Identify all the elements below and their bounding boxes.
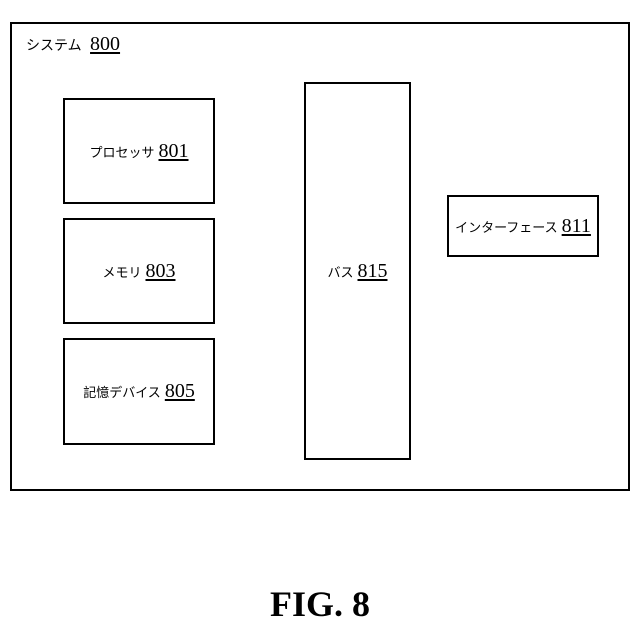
storage-device-box: 記憶デバイス 805	[63, 338, 215, 445]
processor-label: プロセッサ	[89, 142, 154, 161]
figure-title: FIG. 8	[0, 580, 640, 628]
memory-ref-number: 803	[146, 260, 176, 283]
memory-box: メモリ 803	[63, 218, 215, 324]
interface-label: インターフェース	[455, 217, 558, 236]
memory-label: メモリ	[102, 262, 141, 281]
bus-ref-number: 815	[358, 260, 388, 283]
storage-device-label: 記憶デバイス	[83, 382, 161, 401]
interface-ref-number: 811	[562, 215, 591, 238]
system-label-text: システム	[26, 38, 82, 54]
interface-box: インターフェース 811	[447, 195, 599, 257]
processor-box: プロセッサ 801	[63, 98, 215, 204]
bus-box: バス 815	[304, 82, 411, 460]
system-label: システム 800	[26, 32, 120, 58]
processor-ref-number: 801	[159, 140, 189, 163]
system-ref-number: 800	[90, 33, 120, 55]
storage-device-ref-number: 805	[165, 380, 195, 403]
bus-label: バス	[327, 262, 353, 281]
